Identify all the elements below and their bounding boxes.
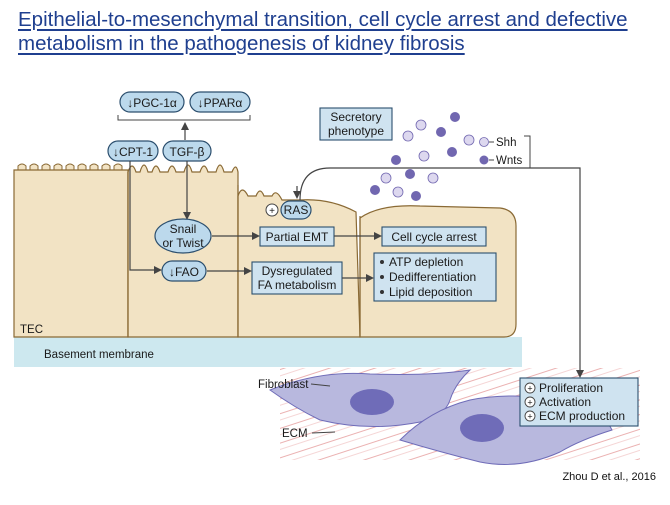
basement-membrane-band [14,337,522,367]
citation: Zhou D et al., 2016 [562,471,656,483]
pgc1a-label: ↓PGC-1α [127,96,177,110]
secretory-phenotype-box [319,107,393,141]
ras-label: RAS [284,203,309,217]
partial-emt-label: Partial EMT [266,230,329,244]
cell-cycle-arrest-label: Cell cycle arrest [391,230,477,244]
dedifferentiation-label: Dedifferentiation [389,270,476,284]
fibroblast-nucleus-2 [460,414,504,442]
fao-oval [161,260,207,282]
secretory-label: Secretory [330,110,381,124]
dysregulated-fa-box [251,261,343,295]
metabolic-outcomes-box [373,252,497,302]
fibroblast-nucleus-1 [350,389,394,415]
tec-label: TEC [20,324,43,336]
phenotype-label: phenotype [328,124,384,138]
shh-label: Shh [496,137,516,149]
tgfb-label: TGF-β [170,145,205,159]
title-line-2: metabolism in the pathogenesis of kidney… [18,32,465,55]
activation-label: Activation [539,395,591,409]
ppara-oval [189,91,251,113]
atp-depletion-label: ATP depletion [389,255,463,269]
epithelial-cell-1 [13,169,129,338]
ecm-production-plus: + [527,412,532,422]
fao-label: ↓FAO [169,265,199,279]
cpt1-oval [107,140,159,162]
lipid-deposition-label: Lipid deposition [389,285,472,299]
wnts-label: Wnts [496,155,522,167]
snail-twist-oval [154,218,212,254]
activation-plus: + [527,398,532,408]
proliferation-plus: + [527,384,532,394]
twist-label: or Twist [162,236,204,250]
pgc1a-oval [119,91,185,113]
dysregulated-label: Dysregulated [262,264,333,278]
cpt1-label: ↓CPT-1 [113,145,153,159]
secreted-molecules [370,112,489,201]
cell-cycle-arrest-box [381,226,487,247]
ras-oval [280,200,312,220]
ppara-label: ↓PPARα [198,96,243,110]
proliferation-label: Proliferation [539,381,603,395]
slide-title: Epithelial-to-mesenchymal transition, ce… [18,8,658,56]
ras-plus-sign: + [269,206,275,217]
basement-membrane-label: Basement membrane [44,349,154,361]
title-line-1: Epithelial-to-mesenchymal transition, ce… [18,8,628,31]
ecm-label: ECM [282,428,308,440]
snail-label: Snail [170,222,197,236]
fibroblast-outcomes-box [519,377,639,427]
fa-metabolism-label: FA metabolism [258,278,337,292]
tubular-epithelial-cells: TEC [13,163,517,338]
ecm-production-label: ECM production [539,409,625,423]
top-factors: ↓PGC-1α ↓PPARα ↓CPT-1 TGF-β [107,91,251,274]
fibroblast-label: Fibroblast [258,379,309,391]
ras-plus-circle [265,203,279,217]
